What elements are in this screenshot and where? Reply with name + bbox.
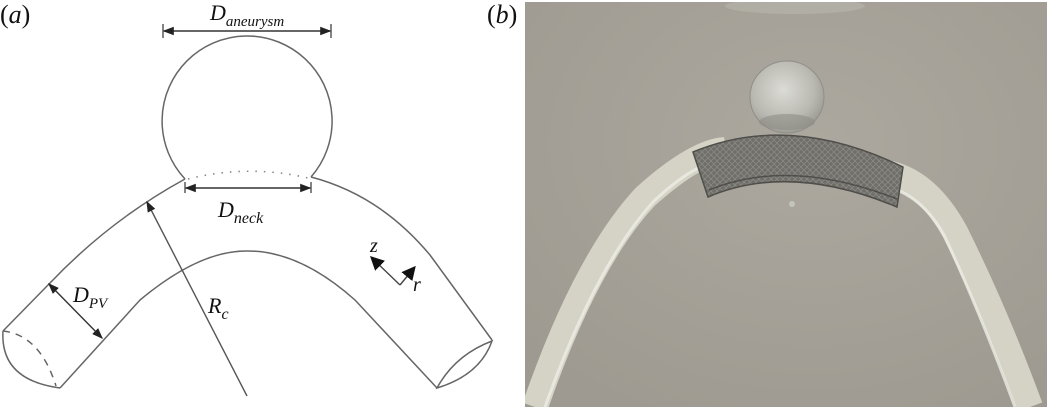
aneurysm-neck-dotted xyxy=(187,170,309,180)
svg-text:r: r xyxy=(413,274,421,296)
parent-vessel-diameter-dimension: DPV xyxy=(48,282,109,339)
aneurysm-bulb xyxy=(749,60,825,134)
aneurysm-diameter-dimension: Daneurysm xyxy=(162,0,332,38)
vessel-right-cap xyxy=(435,339,494,390)
aneurysm-sac xyxy=(161,35,333,180)
vessel-inner-wall xyxy=(59,250,438,389)
neck-diameter-dimension: Dneck xyxy=(184,182,312,227)
curvature-radius: Rc xyxy=(146,200,248,397)
vessel-outer-wall-right xyxy=(310,176,493,341)
vessel-left-cap xyxy=(2,330,61,389)
phantom-photograph xyxy=(525,2,1047,407)
panel-label-b: (b) xyxy=(487,0,518,29)
coordinate-axes: z r xyxy=(369,235,421,296)
vessel-outer-wall xyxy=(2,178,186,332)
svg-text:DPV: DPV xyxy=(72,282,109,312)
svg-text:z: z xyxy=(369,235,378,257)
svg-text:Daneurysm: Daneurysm xyxy=(209,0,284,30)
svg-text:Rc: Rc xyxy=(207,293,229,323)
stent-mesh xyxy=(692,134,904,209)
panel-label-a: (a) xyxy=(0,0,31,29)
svg-text:Dneck: Dneck xyxy=(217,197,264,227)
vessel-left-cap-hidden xyxy=(2,330,57,387)
schematic-panel-a: Daneurysm Dneck DPV Rc z r xyxy=(2,0,494,397)
